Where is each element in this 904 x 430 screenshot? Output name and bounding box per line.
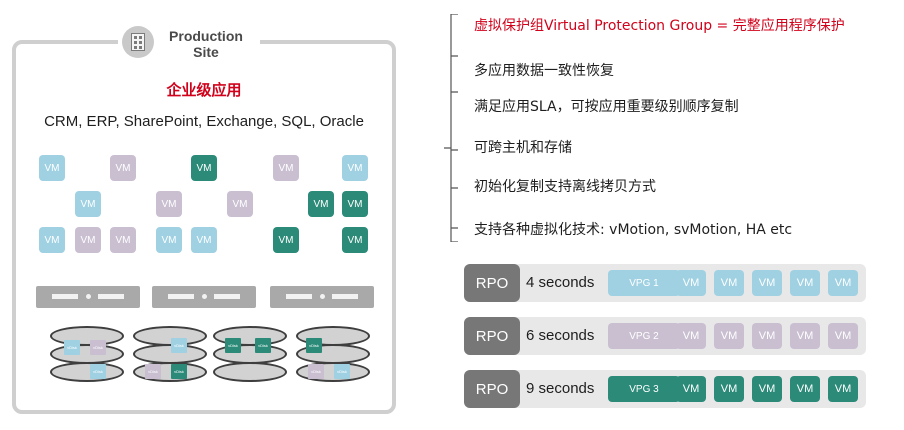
- vm-block: VM: [110, 227, 136, 253]
- vdisk-block: vDisk: [171, 364, 187, 379]
- vdisk-block: vDisk: [171, 338, 187, 353]
- vm-block: VM: [75, 191, 101, 217]
- vm-block: VM: [156, 191, 182, 217]
- vm-block: VM: [828, 270, 858, 296]
- vm-block: VM: [39, 227, 65, 253]
- vm-block: VM: [39, 155, 65, 181]
- vm-block: VM: [676, 323, 706, 349]
- vdisk-block: vDisk: [90, 364, 106, 379]
- vm-block: VM: [676, 270, 706, 296]
- feature-item: 初始化复制支持离线拷贝方式: [474, 179, 656, 195]
- vm-block: VM: [790, 323, 820, 349]
- rpo-seconds: 6 seconds: [526, 327, 595, 344]
- vm-block: VM: [752, 323, 782, 349]
- storage-stack: vDisk vDisk: [213, 326, 287, 382]
- vm-block: VM: [308, 191, 334, 217]
- vm-block: VM: [714, 270, 744, 296]
- server-rack: [36, 286, 140, 308]
- vpg-block: VPG 1: [608, 270, 680, 296]
- vm-block: VM: [342, 227, 368, 253]
- rpo-row-2: RPO 6 seconds VPG 2 VM VM VM VM VM: [464, 317, 866, 355]
- applications-list: CRM, ERP, SharePoint, Exchange, SQL, Ora…: [44, 113, 364, 130]
- storage-stack: vDisk vDisk vDisk: [50, 326, 124, 382]
- vdisk-block: vDisk: [225, 338, 241, 353]
- vm-block: VM: [828, 323, 858, 349]
- site-title-line1: Production: [169, 28, 243, 44]
- vm-block: VM: [828, 376, 858, 402]
- feature-item: 多应用数据一致性恢复: [474, 63, 614, 79]
- vm-block: VM: [714, 376, 744, 402]
- feature-item: 虚拟保护组Virtual Protection Group = 完整应用程序保护: [474, 18, 845, 34]
- rpo-row-3: RPO 9 seconds VPG 3 VM VM VM VM VM: [464, 370, 866, 408]
- rpo-label: RPO: [464, 317, 520, 355]
- server-rack: [270, 286, 374, 308]
- building-icon: [122, 26, 154, 58]
- vdisk-block: vDisk: [306, 338, 322, 353]
- rpo-label: RPO: [464, 370, 520, 408]
- storage-stack: vDisk vDisk vDisk: [296, 326, 370, 382]
- feature-item: 支持各种虚拟化技术: vMotion, svMotion, HA etc: [474, 222, 793, 238]
- vdisk-block: vDisk: [145, 364, 161, 379]
- vm-block: VM: [752, 376, 782, 402]
- vm-block: VM: [790, 270, 820, 296]
- storage-stack: vDisk vDisk vDisk: [133, 326, 207, 382]
- feature-item: 可跨主机和存储: [474, 140, 572, 156]
- rpo-row-1: RPO 4 seconds VPG 1 VM VM VM VM VM: [464, 264, 866, 302]
- vm-block: VM: [191, 227, 217, 253]
- vm-block: VM: [227, 191, 253, 217]
- vm-block: VM: [342, 191, 368, 217]
- rpo-seconds: 4 seconds: [526, 274, 595, 291]
- vm-block: VM: [273, 227, 299, 253]
- vm-block: VM: [342, 155, 368, 181]
- enterprise-apps-label: 企业级应用: [166, 81, 242, 99]
- vm-block: VM: [273, 155, 299, 181]
- site-title: Production Site: [160, 28, 252, 60]
- feature-item: 满足应用SLA，可按应用重要级别顺序复制: [474, 99, 739, 115]
- vm-block: VM: [714, 323, 744, 349]
- rpo-label: RPO: [464, 264, 520, 302]
- vpg-block: VPG 3: [608, 376, 680, 402]
- vdisk-block: vDisk: [334, 364, 350, 379]
- vm-block: VM: [191, 155, 217, 181]
- vm-block: VM: [156, 227, 182, 253]
- site-title-line2: Site: [193, 44, 219, 60]
- vdisk-block: vDisk: [255, 338, 271, 353]
- vm-block: VM: [790, 376, 820, 402]
- vpg-block: VPG 2: [608, 323, 680, 349]
- vm-block: VM: [752, 270, 782, 296]
- rpo-seconds: 9 seconds: [526, 380, 595, 397]
- vdisk-block: vDisk: [308, 364, 324, 379]
- vm-block: VM: [676, 376, 706, 402]
- vm-block: VM: [75, 227, 101, 253]
- vdisk-block: vDisk: [64, 340, 80, 355]
- feature-bracket: [444, 14, 458, 242]
- server-rack: [152, 286, 256, 308]
- vdisk-block: vDisk: [90, 340, 106, 355]
- vm-block: VM: [110, 155, 136, 181]
